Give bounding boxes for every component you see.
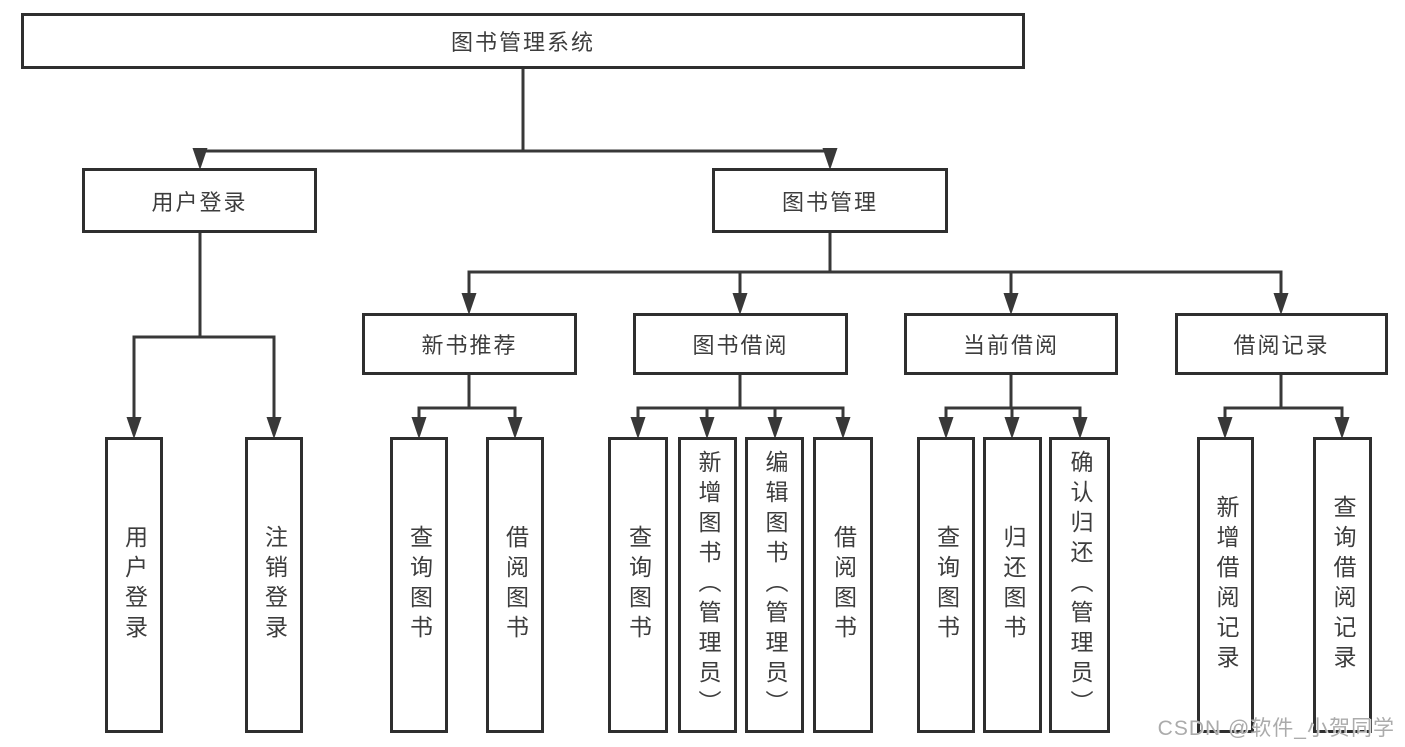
arrowhead-icon — [835, 417, 851, 439]
arrowhead-icon — [1003, 293, 1019, 315]
node-user-login: 用户登录 — [82, 168, 317, 233]
arrowhead-icon — [1273, 293, 1289, 315]
arrowhead-icon — [1072, 417, 1088, 439]
arrowhead-icon — [630, 417, 646, 439]
node-bb-add-books: 新增图书（管理员） — [678, 437, 737, 733]
node-bb-search-books: 查询图书 — [608, 437, 668, 733]
arrowhead-icon — [266, 417, 282, 439]
node-borrow-records: 借阅记录 — [1175, 313, 1388, 375]
node-cb-search-books: 查询图书 — [917, 437, 975, 733]
node-bb-borrow-books: 借阅图书 — [813, 437, 873, 733]
node-cb-return-books: 归还图书 — [983, 437, 1042, 733]
arrowhead-icon — [699, 417, 715, 439]
arrowhead-icon — [192, 148, 208, 170]
arrowhead-icon — [1334, 417, 1350, 439]
arrowhead-icon — [411, 417, 427, 439]
node-book-borrowing: 图书借阅 — [633, 313, 848, 375]
node-leaf-logout: 注销登录 — [245, 437, 303, 733]
arrowhead-icon — [126, 417, 142, 439]
node-new-book-recommend: 新书推荐 — [362, 313, 577, 375]
arrowhead-icon — [938, 417, 954, 439]
arrowhead-icon — [461, 293, 477, 315]
node-root: 图书管理系统 — [21, 13, 1025, 69]
arrowhead-icon — [732, 293, 748, 315]
node-book-management: 图书管理 — [712, 168, 948, 233]
arrowhead-icon — [1004, 417, 1020, 439]
arrowhead-icon — [507, 417, 523, 439]
node-br-search-record: 查询借阅记录 — [1313, 437, 1372, 733]
node-leaf-user-login: 用户登录 — [105, 437, 163, 733]
node-current-borrowing: 当前借阅 — [904, 313, 1118, 375]
arrowhead-icon — [1217, 417, 1233, 439]
arrowhead-icon — [822, 148, 838, 170]
node-cb-confirm-return: 确认归还（管理员） — [1049, 437, 1110, 733]
node-rec-search-books: 查询图书 — [390, 437, 448, 733]
node-br-add-record: 新增借阅记录 — [1197, 437, 1254, 733]
arrowhead-icon — [767, 417, 783, 439]
node-bb-edit-books: 编辑图书（管理员） — [745, 437, 804, 733]
node-rec-borrow-books: 借阅图书 — [486, 437, 544, 733]
